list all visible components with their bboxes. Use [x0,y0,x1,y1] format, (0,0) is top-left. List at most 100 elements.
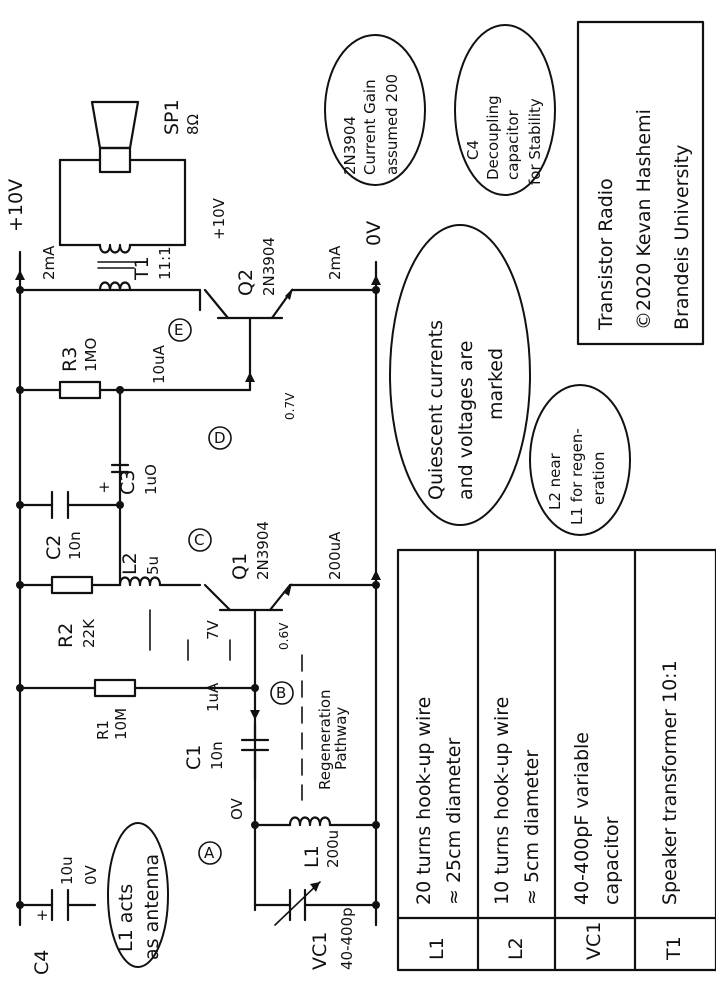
q2-name: Q2 [235,269,257,296]
t1-transformer [58,158,187,292]
notes-table: L1 20 turns hook-up wire ≈ 25cm diameter… [396,548,716,972]
c3-name: C3 [117,470,139,495]
svg-text:B: B [276,684,286,702]
junction-dots [16,286,380,909]
t1-name: T1 [131,256,153,281]
q1-current: 200uA [326,531,344,580]
c3-capacitor: + [98,463,130,496]
svg-text:Quiescent currents: Quiescent currents [425,320,447,500]
sp1-speaker [90,100,140,174]
notes-ref-l1: L1 [426,937,448,960]
t1-ratio: 11:1 [156,246,174,280]
title-text: Transistor Radio [595,178,617,331]
r1-resistor [93,678,137,698]
cloud-decoupling: C4 Decoupling capacitor for Stability [454,24,556,196]
notes-text-l1-2: ≈ 25cm diameter [443,738,465,905]
q2-part: 2N3904 [260,237,278,296]
l1-name: L1 [301,845,323,868]
q2-current: 2mA [326,245,344,280]
q1-vbe: 0.6V [277,622,291,650]
copyright-text: ©2020 Kevan Hashemi [633,109,655,330]
org-text: Brandeis University [671,145,693,330]
vc1-name: VC1 [309,932,331,970]
c4-capacitor: + [36,888,70,924]
l2-value: 5u [144,556,162,575]
r1-value: 10M [112,708,130,740]
svg-text:assumed 200: assumed 200 [383,74,401,175]
l1-value: 200u [324,830,342,868]
svg-text:L1 acts: L1 acts [115,884,137,952]
notes-text-t1-1: Speaker transformer 10:1 [659,660,681,905]
title-block: Transistor Radio ©2020 Kevan Hashemi Bra… [576,20,705,346]
node-marker-d: D [208,426,232,450]
c1-current: 1uA [204,682,222,712]
svg-text:+: + [98,478,111,496]
svg-text:L1 for regen-: L1 for regen- [568,428,586,525]
l2-inductor [118,576,162,651]
svg-text:Current Gain: Current Gain [361,79,379,175]
cloud-l2near: L2 near L1 for regen- eration [529,384,631,536]
c2-capacitor [50,490,70,520]
r3-name: R3 [59,347,81,372]
c3-value: 1uO [142,464,160,495]
notes-text-l1-1: 20 turns hook-up wire [413,697,435,905]
l1-inductor [288,816,332,827]
r3-value: 1MO [82,338,100,372]
node-marker-c: C [188,528,212,552]
svg-text:+: + [36,906,49,924]
svg-text:E: E [174,321,183,339]
vc1-value: 40-400p [338,907,356,970]
notes-text-vc1-1: 40-400pF variable [571,732,593,905]
q2-transistor [203,288,378,320]
r1-name: R1 [94,720,112,740]
r3-resistor [58,380,102,400]
sp1-value: 8Ω [184,114,202,135]
r3-current: 10uA [150,344,168,384]
svg-text:marked: marked [485,348,507,420]
notes-ref-t1: T1 [663,936,685,961]
q2-rail: +10V [210,197,228,240]
q1-name: Q1 [229,553,251,580]
sp1-name: SP1 [161,99,183,135]
cloud-gain: 2N3904 Current Gain assumed 200 [324,34,426,186]
c1-capacitor [240,738,270,782]
node-marker-a: A [198,841,222,865]
ov-node-label: OV [228,797,246,820]
notes-ref-vc1: VC1 [583,922,605,960]
l2-name: L2 [119,552,141,575]
svg-text:as antenna: as antenna [141,854,163,960]
notes-ref-l2: L2 [505,937,527,960]
c2-value: 10n [66,531,84,560]
cloud-antenna: L1 acts as antenna [107,822,169,968]
c4-value: 10u [58,856,76,885]
c4-rail: 0V [82,864,100,885]
q2-vbe: 0.7V [283,392,297,420]
cloud-quiescent: Quiescent currents and voltages are mark… [389,224,531,526]
svg-text:eration: eration [590,452,608,505]
svg-text:capacitor: capacitor [504,109,522,180]
svg-text:D: D [214,429,226,447]
c1-value: 10n [208,741,226,770]
svg-text:2N3904: 2N3904 [341,116,359,175]
svg-text:L2 near: L2 near [546,452,564,510]
r2-value: 22K [80,618,98,648]
current-2ma-top: 2mA [40,245,58,280]
svg-text:A: A [204,844,215,862]
q1-vc: 7V [204,619,222,640]
regen-label-2: Pathway [332,707,350,770]
q1-transistor [203,583,378,612]
vc1-variable-capacitor [274,881,321,926]
svg-text:C: C [194,531,204,549]
rail-label-zero: 0V [363,221,385,246]
r2-name: R2 [55,623,77,648]
regen-label-1: Regeneration [316,689,334,790]
svg-text:for Stability: for Stability [526,98,544,185]
q1-part: 2N3904 [254,521,272,580]
c2-name: C2 [43,535,65,560]
svg-text:Decoupling: Decoupling [484,95,502,180]
r2-resistor [50,575,94,595]
rail-label-plus: +10V [5,179,27,232]
node-marker-e: E [168,318,192,342]
notes-text-l2-1: 10 turns hook-up wire [491,697,513,905]
